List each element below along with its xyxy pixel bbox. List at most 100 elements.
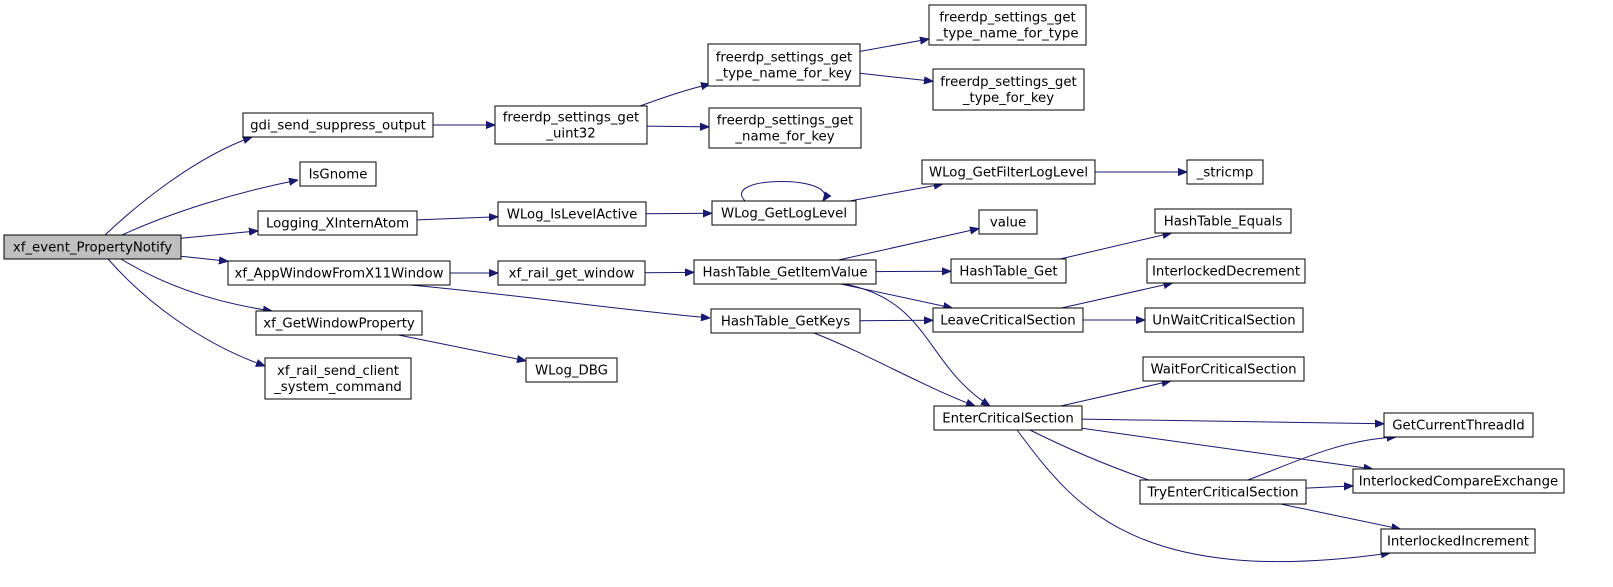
edge-WLog_GetLogLevel-to-WLog_GetFilterLogLevel bbox=[849, 184, 943, 202]
edge-xf_event_PropertyNotify-to-xf_rail_send_client_system_command bbox=[107, 258, 265, 366]
node-xf_rail_get_window[interactable]: xf_rail_get_window bbox=[497, 260, 646, 286]
node-freerdp_settings_get_type_name_for_key[interactable]: freerdp_settings_get_type_name_for_key bbox=[707, 43, 861, 87]
node-box bbox=[227, 260, 451, 286]
node-HashTable_GetKeys[interactable]: HashTable_GetKeys bbox=[710, 308, 861, 334]
edge-HashTable_Get-to-HashTable_Equals bbox=[1059, 233, 1172, 260]
node-label: xf_event_PropertyNotify bbox=[13, 241, 172, 256]
node-IsGnome[interactable]: IsGnome bbox=[299, 161, 377, 187]
node-label: HashTable_Get bbox=[959, 265, 1057, 280]
node-HashTable_Get[interactable]: HashTable_Get bbox=[950, 258, 1067, 284]
node-box bbox=[933, 405, 1083, 431]
edge-freerdp_settings_get_uint32-to-freerdp_settings_get_type_name_for_key bbox=[639, 84, 710, 107]
node-value[interactable]: value bbox=[978, 209, 1038, 235]
node-label: EnterCriticalSection bbox=[942, 412, 1074, 427]
node-label: WLog_IsLevelActive bbox=[507, 208, 638, 223]
edge-EnterCriticalSection-to-GetCurrentThreadId bbox=[1081, 418, 1384, 424]
edge-layer bbox=[104, 39, 1401, 562]
node-box bbox=[3, 234, 182, 260]
node-_stricmp[interactable]: _stricmp bbox=[1186, 159, 1264, 185]
node-freerdp_settings_get_uint32[interactable]: freerdp_settings_get_uint32 bbox=[494, 105, 648, 145]
node-label: _system_command bbox=[273, 380, 402, 395]
node-box bbox=[1383, 412, 1534, 438]
node-Logging_XInternAtom[interactable]: Logging_XInternAtom bbox=[257, 210, 418, 236]
node-label: xf_rail_get_window bbox=[509, 267, 635, 282]
node-label: _type_name_for_key bbox=[715, 67, 852, 82]
node-box bbox=[950, 258, 1067, 284]
node-InterlockedDecrement[interactable]: InterlockedDecrement bbox=[1146, 258, 1306, 284]
node-label: freerdp_settings_get bbox=[717, 114, 854, 129]
node-label: freerdp_settings_get bbox=[939, 11, 1076, 26]
edge-EnterCriticalSection-to-InterlockedCompareExchange bbox=[1081, 427, 1373, 469]
edge-freerdp_settings_get_type_name_for_key-to-freerdp_settings_get_type_for_key bbox=[859, 72, 933, 81]
node-label: HashTable_Equals bbox=[1164, 215, 1283, 230]
edge-Logging_XInternAtom-to-WLog_IsLevelActive bbox=[416, 217, 498, 220]
node-box bbox=[494, 105, 648, 145]
node-WLog_GetFilterLogLevel[interactable]: WLog_GetFilterLogLevel bbox=[921, 159, 1096, 185]
node-label: UnWaitCriticalSection bbox=[1152, 314, 1295, 329]
edge-xf_event_PropertyNotify-to-xf_GetWindowProperty bbox=[120, 258, 272, 311]
edge-freerdp_settings_get_type_name_for_key-to-freerdp_settings_get_type_name_for_type bbox=[859, 39, 929, 52]
edge-HashTable_GetItemValue-to-EnterCriticalSection bbox=[843, 283, 990, 406]
node-label: _stricmp bbox=[1196, 166, 1254, 181]
node-gdi_send_suppress_output[interactable]: gdi_send_suppress_output bbox=[242, 112, 434, 138]
node-xf_AppWindowFromX11Window[interactable]: xf_AppWindowFromX11Window bbox=[227, 260, 451, 286]
node-box bbox=[978, 209, 1038, 235]
node-xf_GetWindowProperty[interactable]: xf_GetWindowProperty bbox=[255, 310, 423, 336]
node-box bbox=[497, 201, 647, 227]
node-WLog_IsLevelActive[interactable]: WLog_IsLevelActive bbox=[497, 201, 647, 227]
node-label: gdi_send_suppress_output bbox=[250, 119, 426, 134]
node-HashTable_Equals[interactable]: HashTable_Equals bbox=[1154, 208, 1292, 234]
node-box bbox=[710, 308, 861, 334]
node-freerdp_settings_get_type_for_key[interactable]: freerdp_settings_get_type_for_key bbox=[932, 68, 1085, 111]
node-box bbox=[242, 112, 434, 138]
node-label: _name_for_key bbox=[734, 130, 834, 145]
node-LeaveCriticalSection[interactable]: LeaveCriticalSection bbox=[932, 307, 1084, 333]
node-GetCurrentThreadId[interactable]: GetCurrentThreadId bbox=[1383, 412, 1534, 438]
node-HashTable_GetItemValue[interactable]: HashTable_GetItemValue bbox=[693, 259, 877, 285]
node-box bbox=[1380, 528, 1536, 554]
node-box bbox=[1139, 479, 1307, 505]
node-box bbox=[1146, 258, 1306, 284]
edge-xf_event_PropertyNotify-to-IsGnome bbox=[121, 180, 298, 236]
node-box bbox=[257, 210, 418, 236]
node-box bbox=[711, 200, 857, 226]
node-box bbox=[932, 68, 1085, 111]
node-EnterCriticalSection[interactable]: EnterCriticalSection bbox=[933, 405, 1083, 431]
node-label: Logging_XInternAtom bbox=[266, 217, 409, 232]
node-InterlockedIncrement[interactable]: InterlockedIncrement bbox=[1380, 528, 1536, 554]
node-box bbox=[1144, 307, 1304, 333]
edge-xf_event_PropertyNotify-to-Logging_XInternAtom bbox=[180, 231, 258, 239]
edge-freerdp_settings_get_uint32-to-freerdp_settings_get_name_for_key bbox=[646, 126, 709, 127]
node-box bbox=[255, 310, 423, 336]
edge-HashTable_GetKeys-to-EnterCriticalSection bbox=[813, 332, 975, 406]
node-label: WLog_GetFilterLogLevel bbox=[929, 166, 1088, 181]
node-box bbox=[264, 357, 412, 400]
node-label: xf_AppWindowFromX11Window bbox=[234, 267, 443, 282]
node-box bbox=[708, 107, 862, 149]
node-label: HashTable_GetKeys bbox=[721, 315, 850, 330]
node-UnWaitCriticalSection[interactable]: UnWaitCriticalSection bbox=[1144, 307, 1304, 333]
node-WLog_GetLogLevel[interactable]: WLog_GetLogLevel bbox=[711, 200, 857, 226]
edge-EnterCriticalSection-to-InterlockedIncrement bbox=[1016, 429, 1390, 562]
node-xf_event_PropertyNotify[interactable]: xf_event_PropertyNotify bbox=[3, 234, 182, 260]
edge-xf_event_PropertyNotify-to-gdi_send_suppress_output bbox=[104, 137, 252, 236]
node-label: freerdp_settings_get bbox=[940, 75, 1077, 90]
node-WaitForCriticalSection[interactable]: WaitForCriticalSection bbox=[1142, 356, 1305, 382]
node-label: xf_GetWindowProperty bbox=[263, 317, 415, 332]
node-label: _type_for_key bbox=[962, 91, 1054, 106]
node-freerdp_settings_get_name_for_key[interactable]: freerdp_settings_get_name_for_key bbox=[708, 107, 862, 149]
node-WLog_DBG[interactable]: WLog_DBG bbox=[525, 357, 618, 383]
node-freerdp_settings_get_type_name_for_type[interactable]: freerdp_settings_get_type_name_for_type bbox=[928, 4, 1087, 46]
node-label: TryEnterCriticalSection bbox=[1146, 486, 1298, 501]
node-xf_rail_send_client_system_command[interactable]: xf_rail_send_client_system_command bbox=[264, 357, 412, 400]
node-InterlockedCompareExchange[interactable]: InterlockedCompareExchange bbox=[1352, 468, 1565, 494]
node-label: HashTable_GetItemValue bbox=[702, 266, 867, 281]
edge-xf_GetWindowProperty-to-WLog_DBG bbox=[398, 334, 526, 361]
node-TryEnterCriticalSection[interactable]: TryEnterCriticalSection bbox=[1139, 479, 1307, 505]
node-box bbox=[1154, 208, 1292, 234]
node-label: value bbox=[990, 216, 1026, 231]
edge-TryEnterCriticalSection-to-InterlockedCompareExchange bbox=[1305, 486, 1353, 488]
node-label: xf_rail_send_client bbox=[277, 364, 399, 379]
edge-TryEnterCriticalSection-to-InterlockedIncrement bbox=[1280, 503, 1401, 529]
node-box bbox=[1142, 356, 1305, 382]
